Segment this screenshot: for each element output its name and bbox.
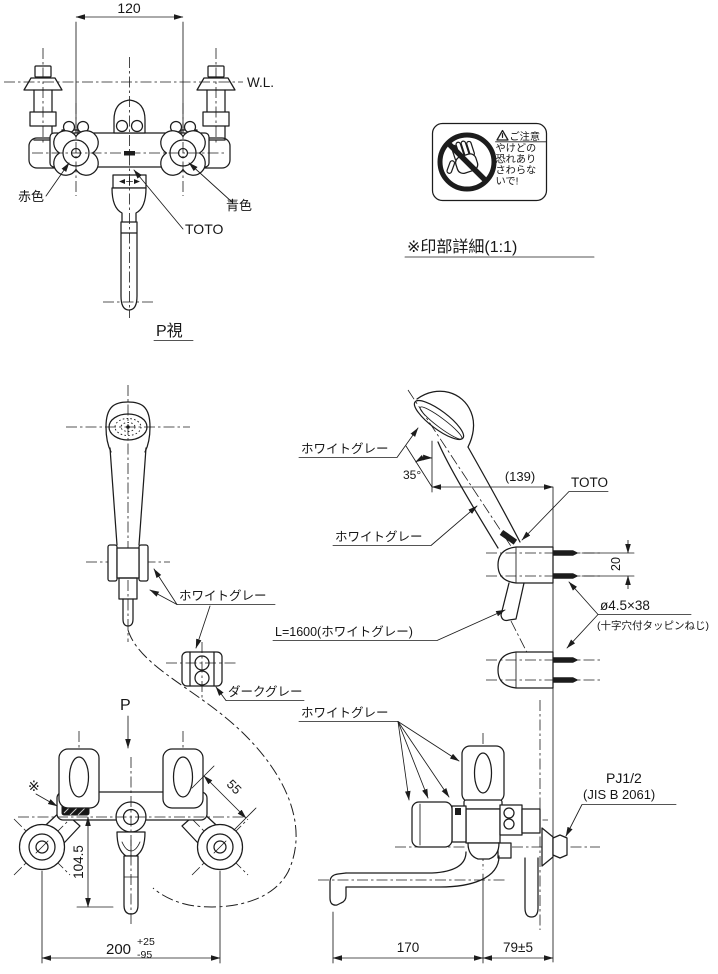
wall-bolt bbox=[552, 834, 568, 859]
body-color-label: ホワイトグレー bbox=[301, 706, 389, 720]
dim-head-offset-label: (139) bbox=[505, 469, 535, 484]
view-p-label: P視 bbox=[156, 322, 183, 340]
warning-triangle-icon bbox=[496, 129, 509, 141]
hex-nut bbox=[497, 842, 512, 859]
caution-line1: やけどの bbox=[496, 143, 537, 155]
dim-spout-height-label: 104.5 bbox=[71, 845, 86, 879]
brand-label-front: TOTO bbox=[185, 221, 223, 237]
hose-spec-label: L=1600(ホワイトグレー) bbox=[275, 625, 413, 639]
spout-side bbox=[329, 851, 500, 906]
valve-body-side bbox=[465, 808, 501, 844]
installed-side-group: ホワイトグレー PJ1/2 (JIS B 2061) 170 79±5 bbox=[298, 706, 677, 964]
shower-front-group: ホワイトグレー ダークグレー P bbox=[66, 385, 305, 908]
handle-side bbox=[461, 745, 505, 810]
caution-title: ご注意 bbox=[510, 130, 541, 143]
dim-wall-clearance-label: 79±5 bbox=[503, 940, 533, 955]
wall-flange bbox=[541, 827, 554, 867]
hot-handle-installed bbox=[58, 748, 100, 809]
view-direction-label: P bbox=[120, 697, 131, 714]
left-wall-connection bbox=[13, 818, 71, 876]
caution-line3: さわらな bbox=[496, 165, 537, 177]
caution-box bbox=[431, 122, 548, 202]
hose-hanger bbox=[166, 642, 238, 698]
dim-handle-pitch-label: 120 bbox=[117, 0, 141, 16]
dim-handle-depth-label: 55 bbox=[224, 776, 245, 797]
caution-line2: 恐れあり bbox=[496, 154, 537, 166]
caution-detail-note: ※印部詳細(1:1) bbox=[407, 238, 517, 256]
shower-outlet-cap bbox=[411, 801, 453, 848]
lower-wall-holder bbox=[486, 651, 600, 689]
water-line-label: W.L. bbox=[247, 75, 274, 90]
hot-color-label: 赤色 bbox=[18, 189, 44, 204]
dim-screw-pitch-label: 20 bbox=[609, 557, 623, 571]
shower-handle-outline bbox=[109, 447, 147, 546]
check-valve-unit bbox=[499, 804, 541, 836]
head-color-label: ホワイトグレー bbox=[301, 442, 389, 456]
cold-color-label: 青色 bbox=[226, 198, 252, 213]
shower-head-side bbox=[413, 390, 521, 549]
cold-handle-installed bbox=[162, 748, 204, 809]
front-view-group: 120 W.L. bbox=[4, 0, 274, 341]
handle-color-label: ホワイトグレー bbox=[335, 530, 423, 544]
dim-pitch-tol-minus: -95 bbox=[137, 949, 152, 961]
caution-mark-label: ※ bbox=[28, 778, 40, 794]
outlet-bell bbox=[111, 187, 147, 223]
supply-pipe bbox=[524, 857, 539, 918]
hanger-color-label: ダークグレー bbox=[228, 684, 303, 699]
dim-pitch-tol-plus: +25 bbox=[137, 936, 155, 948]
head-angle-label: 35° bbox=[403, 468, 421, 482]
right-wall-connection bbox=[191, 818, 249, 876]
installed-front-group: ※ 55 104.5 200 +25 -95 bbox=[13, 731, 257, 964]
shower-holder-front bbox=[107, 544, 149, 627]
caution-line4: いで! bbox=[496, 177, 519, 188]
caution-label-group: ご注意 やけどの 恐れあり さわらな いで! ※印部詳細(1:1) bbox=[404, 122, 595, 258]
screw-type-note: (十字穴付タッピンねじ) bbox=[597, 619, 709, 632]
shower-side-group: 35° (139) TOTO ホワイトグレー ホワイトグレー 20 ø4.5×3… bbox=[272, 389, 709, 963]
brand-label-side: TOTO bbox=[571, 475, 608, 490]
holder-color-label: ホワイトグレー bbox=[179, 589, 267, 603]
screw-spec-label: ø4.5×38 bbox=[600, 598, 650, 613]
no-touch-icon bbox=[437, 132, 497, 192]
connection-standard-label: (JIS B 2061) bbox=[583, 787, 655, 802]
dim-spout-reach-label: 170 bbox=[397, 940, 420, 955]
outlet-pipe bbox=[120, 221, 138, 311]
dim-pitch-label: 200 bbox=[106, 941, 131, 958]
connection-spec-label: PJ1/2 bbox=[606, 770, 642, 786]
